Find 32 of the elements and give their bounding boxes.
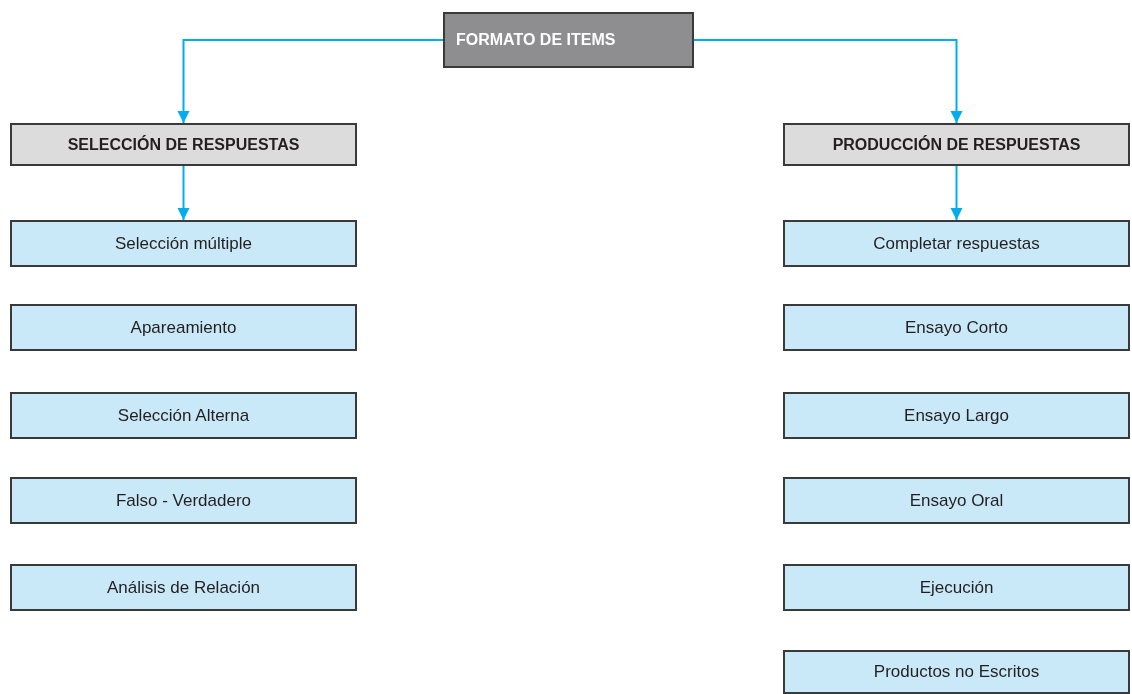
box-label: Falso - Verdadero bbox=[115, 490, 252, 511]
category-box bbox=[10, 123, 357, 166]
item-box bbox=[10, 220, 357, 267]
item-box bbox=[783, 564, 1130, 611]
arrow bbox=[693, 39, 963, 124]
item-box bbox=[783, 477, 1130, 524]
box-label: Completar respuestas bbox=[873, 233, 1040, 254]
title-box bbox=[443, 12, 694, 68]
box-label: Ensayo Corto bbox=[905, 317, 1008, 338]
category-box bbox=[783, 123, 1130, 166]
item-box bbox=[783, 650, 1130, 694]
item-box bbox=[10, 564, 357, 611]
item-box bbox=[783, 220, 1130, 267]
box-label: Selección múltiple bbox=[115, 233, 252, 254]
item-box bbox=[783, 392, 1130, 439]
arrow bbox=[177, 39, 444, 124]
item-box bbox=[783, 304, 1130, 351]
item-box bbox=[10, 304, 357, 351]
box-label: Selección Alterna bbox=[117, 405, 250, 426]
box-label: FORMATO DE ITEMS bbox=[456, 31, 616, 49]
box-label: Apareamiento bbox=[130, 317, 237, 338]
box-label: Productos no Escritos bbox=[873, 662, 1040, 682]
box-label: Ejecución bbox=[919, 577, 994, 598]
box-label: Análisis de Relación bbox=[106, 577, 261, 598]
box-label: SELECCIÓN DE RESPUESTAS bbox=[67, 135, 300, 154]
arrow bbox=[177, 165, 190, 221]
arrow bbox=[950, 165, 963, 221]
item-box bbox=[10, 477, 357, 524]
box-label: PRODUCCIÓN DE RESPUESTAS bbox=[832, 135, 1081, 154]
box-label: Ensayo Oral bbox=[909, 490, 1004, 511]
item-box bbox=[10, 392, 357, 439]
box-label: Ensayo Largo bbox=[904, 405, 1009, 426]
